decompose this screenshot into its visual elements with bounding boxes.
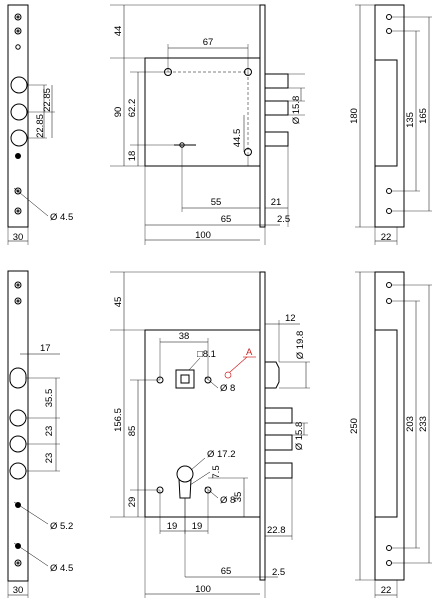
faceplate-hole-5-2: Ø 5.2 [50, 521, 73, 532]
strike-pitch-135: 135 [405, 112, 416, 128]
faceplate-dim-23-lower: 23 [44, 453, 55, 464]
strike-width: 22 [381, 232, 392, 243]
bottom-dim-38: 38 [179, 331, 190, 342]
bottom-faceplate-view: 17 35.5 23 23 Ø 5.2 Ø 4.5 30 [7, 270, 73, 598]
bottom-dim-7-5: 7.5 [211, 465, 222, 478]
cylinder-diameter: Ø 17.2 [207, 449, 236, 460]
bottom-dim-22-8: 22.8 [267, 525, 286, 536]
bolt-diameter: Ø 15.8 [291, 96, 302, 125]
bottom-screw-diameter: Ø 8 [220, 495, 235, 506]
marker-a: A [246, 347, 253, 358]
bottom-dim-100: 100 [195, 584, 211, 595]
bottom-bolt-diameter: Ø 15.8 [294, 422, 305, 451]
top-faceplate-view: 22.85 22.85 Ø 4.5 30 [7, 4, 73, 245]
dim-90: 90 [113, 107, 124, 118]
top-screw-diameter: Ø 8 [220, 383, 235, 394]
bottom-body-view: Ø 15.8 A 45 156.5 85 29 [110, 271, 310, 598]
strike-pitch-165: 165 [418, 108, 429, 124]
faceplate-dim-35-5: 35.5 [44, 389, 55, 408]
bottom-dim-2-5: 2.5 [272, 567, 285, 578]
dim-2-5: 2.5 [277, 214, 290, 225]
top-body-view: Ø 15.8 44 90 62.2 18 67 44.5 [110, 4, 305, 245]
dim-55: 55 [211, 197, 222, 208]
bottom-dim-45: 45 [113, 297, 124, 308]
bottom-dim-29: 29 [127, 497, 138, 508]
strike-height-250: 250 [349, 418, 360, 434]
bottom-dim-65: 65 [221, 566, 232, 577]
dim-44: 44 [113, 26, 124, 37]
faceplate-pitch-lower: 22.85 [35, 114, 46, 138]
strike-pitch-233: 233 [418, 416, 429, 432]
dim-18: 18 [127, 151, 138, 162]
bottom-dim-19-left: 19 [167, 521, 178, 532]
top-strike-view: 180 135 165 22 [349, 4, 432, 245]
dim-62-2: 62.2 [127, 99, 138, 118]
bottom-dim-156-5: 156.5 [113, 408, 124, 432]
strike-pitch-203: 203 [405, 416, 416, 432]
faceplate-pitch-upper: 22.85 [42, 88, 53, 112]
bottom-strike-width: 22 [381, 585, 392, 596]
faceplate-hole-4-5: Ø 4.5 [50, 563, 73, 574]
faceplate-hole-diameter: Ø 4.5 [50, 212, 73, 223]
bottom-faceplate-width: 30 [13, 585, 24, 596]
faceplate-dim-17: 17 [40, 343, 51, 354]
latch-diameter: Ø 19.8 [295, 331, 306, 360]
bottom-dim-35: 35 [233, 492, 244, 503]
dim-65: 65 [221, 214, 232, 225]
dim-44-5: 44.5 [232, 129, 243, 148]
dim-21: 21 [271, 197, 282, 208]
faceplate-width: 30 [13, 232, 24, 243]
bottom-dim-12: 12 [285, 313, 296, 324]
square-spindle-size: □8.1 [197, 349, 216, 360]
dim-100: 100 [195, 230, 211, 241]
strike-height-180: 180 [349, 108, 360, 124]
bottom-dim-19-right: 19 [192, 521, 203, 532]
faceplate-dim-23-upper: 23 [44, 426, 55, 437]
bottom-strike-view: 250 203 233 22 [349, 271, 432, 598]
bottom-dim-85: 85 [127, 426, 138, 437]
dim-67: 67 [203, 37, 214, 48]
